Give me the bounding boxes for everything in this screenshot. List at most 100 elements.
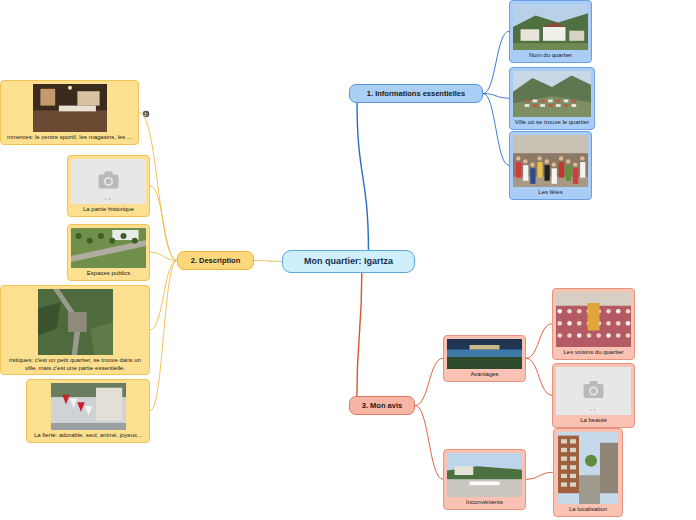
- photo-shape: [540, 100, 545, 103]
- photo-shape: [588, 303, 600, 331]
- photo-shape: [455, 466, 474, 475]
- camera-icon: [590, 381, 598, 385]
- photo-shape: [561, 474, 567, 478]
- photo-shape: [606, 333, 611, 338]
- topic-label: Les fêtes: [513, 189, 588, 197]
- photo-shape: [570, 439, 576, 443]
- photo-shape: [561, 439, 567, 443]
- photo-shape: [77, 402, 85, 411]
- photo-shape: [33, 110, 107, 132]
- photo-shape: [564, 100, 569, 103]
- image-topic: Nom du quartier: [509, 0, 592, 63]
- photo-shape: [573, 162, 577, 166]
- image-topic: La beauté: [552, 363, 635, 428]
- photo-shape: [513, 135, 588, 187]
- photo-shape: [596, 333, 601, 338]
- photo: [71, 159, 146, 204]
- topic-label: La fierté: adorable, seul, animé, joyeux…: [30, 432, 146, 440]
- photo: [513, 71, 591, 117]
- photo-shape: [567, 333, 572, 338]
- photo-shape: [447, 357, 522, 369]
- photo-shape: [69, 399, 77, 408]
- photo-shape: [552, 162, 556, 166]
- photo-shape: [447, 453, 522, 497]
- photo-shape: [580, 162, 585, 178]
- photo-shape: [556, 104, 561, 107]
- photo-shape: [570, 482, 576, 486]
- photo-shape: [98, 233, 104, 239]
- photo-shape: [559, 156, 563, 160]
- photo-shape: [513, 13, 588, 50]
- branch-connector: [150, 261, 177, 411]
- photo-shape: [558, 432, 618, 504]
- photo-shape: [572, 104, 577, 107]
- photo-shape: [525, 104, 530, 107]
- branch-connector: [526, 472, 553, 479]
- photo-shape: [616, 309, 621, 314]
- photo-shape: [121, 233, 127, 239]
- photo-shape: [626, 333, 631, 338]
- photo-shape: [545, 165, 550, 181]
- photo-shape: [523, 165, 528, 181]
- photo: [513, 4, 588, 50]
- branch-connector: [357, 103, 368, 250]
- topic-label: Inconvénients: [447, 499, 522, 507]
- photo: [447, 453, 522, 497]
- photo-shape: [87, 238, 93, 244]
- photo-shape: [530, 168, 535, 184]
- branch-connector: [415, 358, 443, 405]
- photo-shape: [558, 436, 579, 494]
- photo-shape: [68, 86, 72, 90]
- photo-shape: [572, 100, 577, 103]
- photo-shape: [626, 309, 631, 314]
- topic-label: Espaces publics: [71, 270, 146, 278]
- photo-shape: [516, 156, 520, 160]
- photo-shape: [58, 106, 95, 112]
- photo-shape: [557, 333, 562, 338]
- camera-icon: [99, 175, 119, 189]
- branch-connector: [254, 260, 282, 262]
- photo-shape: [556, 367, 631, 415]
- photo-shape: [470, 482, 500, 486]
- photo-shape: [96, 388, 122, 421]
- photo-shape: [564, 104, 569, 107]
- photo-shape: [513, 135, 588, 153]
- photo-shape: [513, 76, 591, 117]
- branch-connector: [150, 186, 177, 261]
- image-topic: La localisation: [553, 428, 623, 517]
- photo: [51, 383, 126, 430]
- photo: [447, 339, 522, 369]
- photo-shape: [533, 100, 538, 103]
- photo: [558, 432, 618, 504]
- camera-icon: [584, 384, 604, 398]
- photo-shape: [33, 84, 107, 132]
- topic-label: Mon quartier: Igartza: [289, 256, 408, 267]
- photo-shape: [530, 162, 534, 166]
- branch-connector: [483, 94, 509, 166]
- branch-topic: 3. Mon avis: [349, 396, 415, 415]
- photo-shape: [616, 321, 621, 326]
- photo-shape: [533, 104, 538, 107]
- image-topic: Les voisins du quartier: [552, 288, 635, 360]
- topic-label: La localisation: [557, 506, 619, 514]
- camera-icon: [105, 172, 113, 176]
- photo-shape: [567, 321, 572, 326]
- photo-shape: [548, 100, 553, 103]
- photo-shape: [513, 71, 591, 117]
- photo-shape: [513, 43, 588, 50]
- photo-shape: [626, 321, 631, 326]
- photo-shape: [71, 228, 146, 268]
- photo-shape: [566, 165, 571, 181]
- photo: [513, 135, 588, 187]
- photo-shape: [557, 321, 562, 326]
- image-topic: La partie historique: [67, 155, 150, 217]
- image-topic: Avantages: [443, 335, 526, 382]
- photo-shape: [90, 322, 113, 355]
- photo-shape: [38, 289, 113, 355]
- photo-shape: [577, 333, 582, 338]
- topic-label: 2. Description: [183, 256, 248, 265]
- topic-label: ristiques: c'est un petit quartier, se t…: [4, 357, 146, 372]
- photo: [33, 84, 107, 132]
- branch-connector: [357, 273, 362, 396]
- photo-shape: [561, 465, 567, 469]
